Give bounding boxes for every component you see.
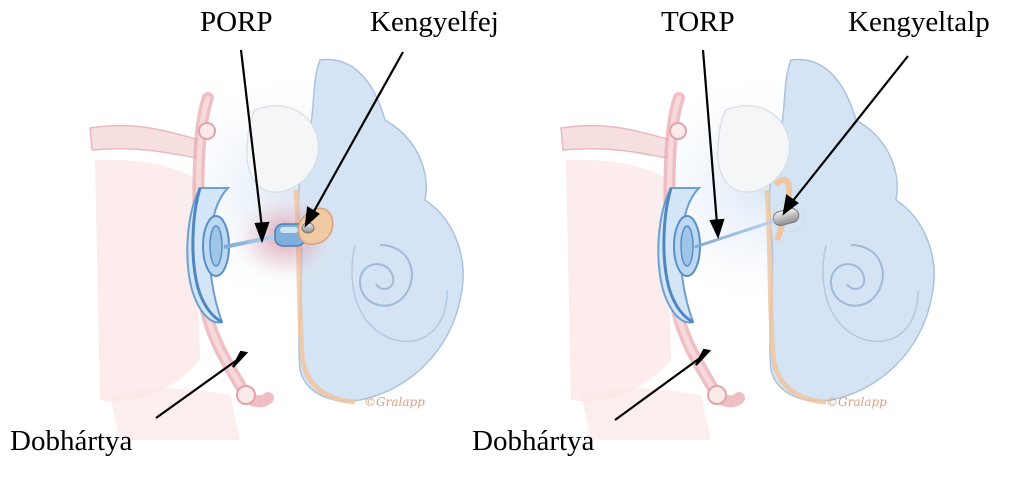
panel-right-illustration [561, 59, 934, 440]
right-dobhartya-label: Dobhártya [472, 427, 594, 456]
left-dobhartya-arrowhead [233, 352, 246, 367]
kengyelfej-label: Kengyelfej [370, 8, 499, 37]
panel-left-illustration [90, 59, 463, 440]
right-ear-anatomy [561, 59, 934, 440]
left-signature: ©Gralapp [364, 395, 425, 409]
porp-label: PORP [200, 8, 273, 37]
kengyeltalp-label: Kengyeltalp [848, 8, 990, 37]
torp-label: TORP [661, 8, 735, 37]
left-dobhartya-label: Dobhártya [10, 427, 132, 456]
right-signature: ©Gralapp [826, 395, 887, 409]
